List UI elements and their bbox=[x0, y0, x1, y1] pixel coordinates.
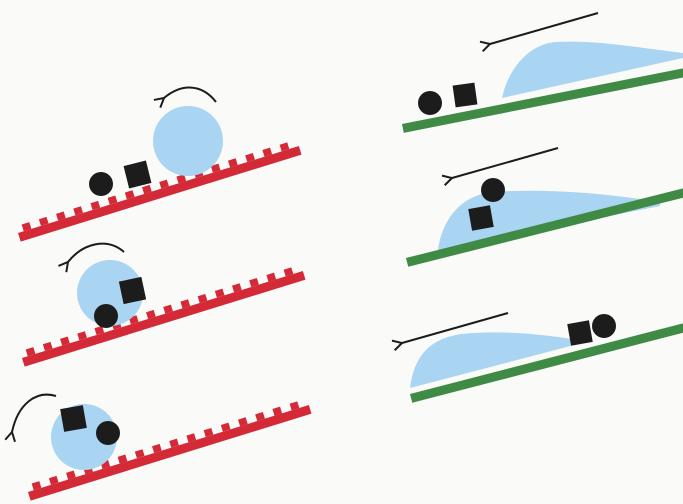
rolling-arrow-icon bbox=[12, 395, 56, 432]
square-particle bbox=[124, 161, 152, 189]
droplet bbox=[153, 106, 223, 176]
round-particle bbox=[89, 172, 113, 196]
square-particle bbox=[60, 405, 87, 432]
square-particle bbox=[119, 277, 146, 304]
round-particle bbox=[592, 314, 616, 338]
round-particle bbox=[418, 91, 442, 115]
sliding-panel-2 bbox=[406, 148, 683, 267]
surface-ridges bbox=[22, 142, 290, 231]
ridged-surface bbox=[20, 264, 306, 366]
rolling-arrow-icon bbox=[164, 88, 216, 102]
round-particle bbox=[96, 421, 120, 445]
rolling-panel-1 bbox=[16, 88, 302, 242]
round-particle bbox=[94, 304, 118, 328]
surface-ridges bbox=[26, 267, 294, 356]
rolling-panel-3 bbox=[12, 395, 312, 501]
rolling-arrow-icon bbox=[68, 244, 124, 262]
square-particle bbox=[468, 205, 493, 230]
square-particle bbox=[453, 83, 478, 108]
square-particle bbox=[567, 320, 592, 345]
round-particle bbox=[481, 178, 505, 202]
rolling-panel-2 bbox=[20, 244, 306, 367]
sliding-panel-3 bbox=[402, 313, 683, 403]
sliding-arrow-icon bbox=[490, 13, 598, 44]
sliding-arrow-icon bbox=[452, 148, 558, 178]
sliding-panel-1 bbox=[402, 13, 683, 133]
